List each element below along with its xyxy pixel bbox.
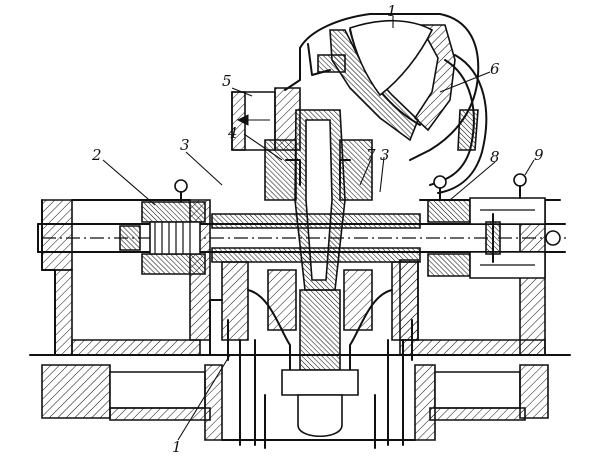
- callout-1-top: 1: [387, 2, 397, 20]
- callout-5: 5: [222, 72, 232, 90]
- callout-1-bottom: 1: [172, 438, 182, 456]
- bearing-housing: [141, 173, 546, 279]
- callout-2: 2: [91, 146, 102, 164]
- volute-casing: [284, 13, 488, 194]
- callout-8: 8: [490, 148, 500, 166]
- callout-9: 9: [534, 146, 544, 164]
- callout-6: 6: [490, 60, 500, 78]
- callout-3: 3: [180, 136, 190, 154]
- callout-4: 4: [227, 124, 238, 142]
- impeller: [264, 109, 373, 291]
- callout-3b: 3: [380, 146, 390, 164]
- oil-pipes: [221, 261, 419, 449]
- callout-leaders: [102, 16, 535, 441]
- flange-inlet: [231, 87, 301, 151]
- coupling: [119, 213, 501, 263]
- callout-7: 7: [366, 146, 376, 164]
